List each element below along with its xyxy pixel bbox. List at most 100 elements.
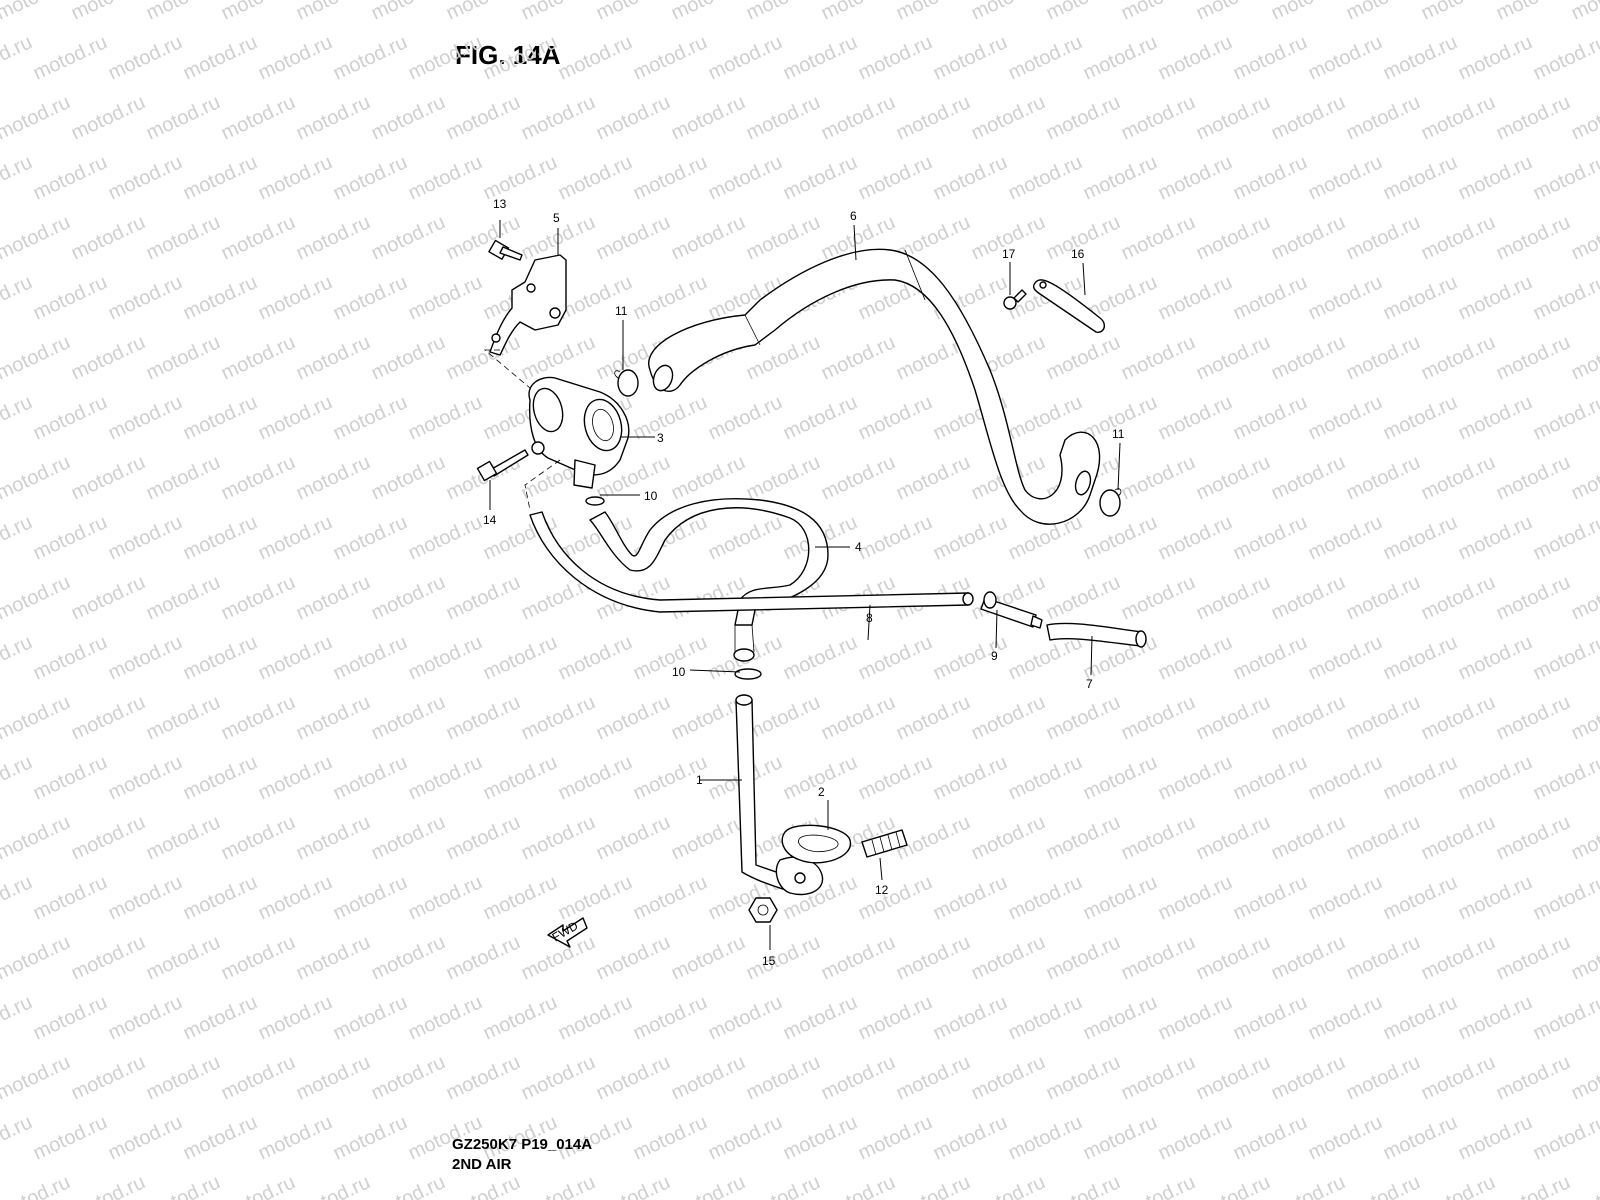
- watermark-text: motod.ru: [1268, 0, 1349, 25]
- watermark-text: motod.ru: [0, 91, 74, 144]
- watermark-text: motod.ru: [1230, 511, 1311, 564]
- watermark-text: motod.ru: [1493, 811, 1574, 864]
- watermark-text: motod.ru: [930, 751, 1011, 804]
- watermark-text: motod.ru: [818, 0, 899, 25]
- watermark-text: motod.ru: [1155, 991, 1236, 1044]
- watermark-text: motod.ru: [593, 1051, 674, 1104]
- part-15-nut[interactable]: [748, 897, 778, 923]
- part-16-strap[interactable]: [1032, 279, 1106, 333]
- watermark-text: motod.ru: [105, 151, 186, 204]
- part-14-bolt[interactable]: [476, 449, 529, 482]
- watermark-text: motod.ru: [105, 991, 186, 1044]
- watermark-text: motod.ru: [105, 511, 186, 564]
- watermark-text: motod.ru: [143, 0, 224, 25]
- watermark-text: motod.ru: [368, 331, 449, 384]
- watermark-text: motod.ru: [1268, 91, 1349, 144]
- watermark-text: motod.ru: [818, 331, 899, 384]
- watermark-text: motod.ru: [30, 511, 111, 564]
- watermark-text: motod.ru: [1005, 151, 1086, 204]
- callout-11-right: 11: [1112, 427, 1125, 441]
- watermark-text: motod.ru: [218, 331, 299, 384]
- watermark-text: motod.ru: [480, 991, 561, 1044]
- watermark-text: motod.ru: [1305, 31, 1386, 84]
- watermark-text: motod.ru: [518, 0, 599, 25]
- watermark-text: motod.ru: [1568, 0, 1600, 25]
- part-9-joint[interactable]: [980, 591, 1043, 629]
- watermark-text: motod.ru: [1455, 511, 1536, 564]
- watermark-text: motod.ru: [68, 0, 149, 25]
- watermark-text: motod.ru: [1343, 691, 1424, 744]
- watermark-text: motod.ru: [255, 991, 336, 1044]
- part-2-gasket[interactable]: [781, 824, 851, 864]
- watermark-text: motod.ru: [293, 331, 374, 384]
- watermark-text: motod.ru: [855, 751, 936, 804]
- watermark-text: motod.ru: [1043, 0, 1124, 25]
- watermark-text: motod.ru: [330, 631, 411, 684]
- watermark-text: motod.ru: [1568, 451, 1600, 504]
- watermark-text: motod.ru: [143, 331, 224, 384]
- watermark-text: motod.ru: [968, 931, 1049, 984]
- watermark-text: motod.ru: [105, 391, 186, 444]
- part-12-stud[interactable]: [861, 829, 908, 858]
- watermark-text: motod.ru: [968, 811, 1049, 864]
- watermark-text: motod.ru: [1380, 31, 1461, 84]
- watermark-text: motod.ru: [1193, 691, 1274, 744]
- callout-14: 14: [483, 513, 497, 527]
- part-17-screw[interactable]: [1003, 289, 1027, 310]
- part-8-tube[interactable]: [529, 511, 974, 613]
- watermark-text: motod.ru: [630, 1111, 711, 1164]
- part-5-bracket[interactable]: [489, 254, 567, 356]
- watermark-text: motod.ru: [218, 931, 299, 984]
- callout-2: 2: [818, 785, 825, 799]
- watermark-text: motod.ru: [293, 211, 374, 264]
- part-13-bolt[interactable]: [488, 239, 523, 261]
- watermark-text: motod.ru: [293, 1171, 374, 1200]
- part-3-reed-valve[interactable]: [528, 376, 630, 489]
- watermark-text: motod.ru: [368, 691, 449, 744]
- watermark-text: motod.ru: [818, 691, 899, 744]
- watermark-text: motod.ru: [630, 991, 711, 1044]
- callout-1: 1: [696, 773, 703, 787]
- watermark-text: motod.ru: [1268, 931, 1349, 984]
- watermark-text: motod.ru: [1418, 571, 1499, 624]
- watermark-text: motod.ru: [293, 1051, 374, 1104]
- watermark-text: motod.ru: [1455, 871, 1536, 924]
- part-10-clamp-upper[interactable]: [585, 496, 605, 506]
- watermark-text: motod.ru: [1380, 751, 1461, 804]
- watermark-text: motod.ru: [1530, 1111, 1600, 1164]
- part-11-clamp-right[interactable]: [1099, 488, 1122, 517]
- part-7-hose[interactable]: [1046, 622, 1147, 648]
- watermark-text: motod.ru: [1193, 571, 1274, 624]
- watermark-text: motod.ru: [405, 871, 486, 924]
- watermark-text: motod.ru: [143, 571, 224, 624]
- part-11-clamp-left[interactable]: [614, 369, 639, 397]
- watermark-text: motod.ru: [443, 1051, 524, 1104]
- watermark-text: motod.ru: [743, 691, 824, 744]
- callout-12: 12: [875, 883, 889, 897]
- watermark-text: motod.ru: [1305, 271, 1386, 324]
- watermark-text: motod.ru: [0, 511, 36, 564]
- watermark-text: motod.ru: [218, 571, 299, 624]
- watermark-text: motod.ru: [443, 331, 524, 384]
- watermark-text: motod.ru: [1080, 991, 1161, 1044]
- watermark-text: motod.ru: [68, 91, 149, 144]
- part-1-pipe[interactable]: [735, 694, 824, 896]
- watermark-text: motod.ru: [1493, 1171, 1574, 1200]
- watermark-text: motod.ru: [743, 211, 824, 264]
- watermark-text: motod.ru: [1343, 0, 1424, 25]
- watermark-text: motod.ru: [1380, 391, 1461, 444]
- watermark-text: motod.ru: [668, 811, 749, 864]
- watermark-text: motod.ru: [893, 91, 974, 144]
- watermark-text: motod.ru: [593, 0, 674, 25]
- watermark-text: motod.ru: [330, 751, 411, 804]
- watermark-text: motod.ru: [893, 931, 974, 984]
- watermark-text: motod.ru: [255, 511, 336, 564]
- watermark-text: motod.ru: [30, 391, 111, 444]
- watermark-text: motod.ru: [968, 1171, 1049, 1200]
- part-10-clamp-lower[interactable]: [734, 668, 762, 680]
- callout-labels: 8 1 2 3 4 5 6 7 9 10 10 11 11 12 13 14 1…: [483, 197, 1125, 968]
- watermark-text: motod.ru: [143, 931, 224, 984]
- watermark-text: motod.ru: [1568, 571, 1600, 624]
- part-6-hose[interactable]: [648, 248, 1101, 525]
- watermark-text: motod.ru: [593, 91, 674, 144]
